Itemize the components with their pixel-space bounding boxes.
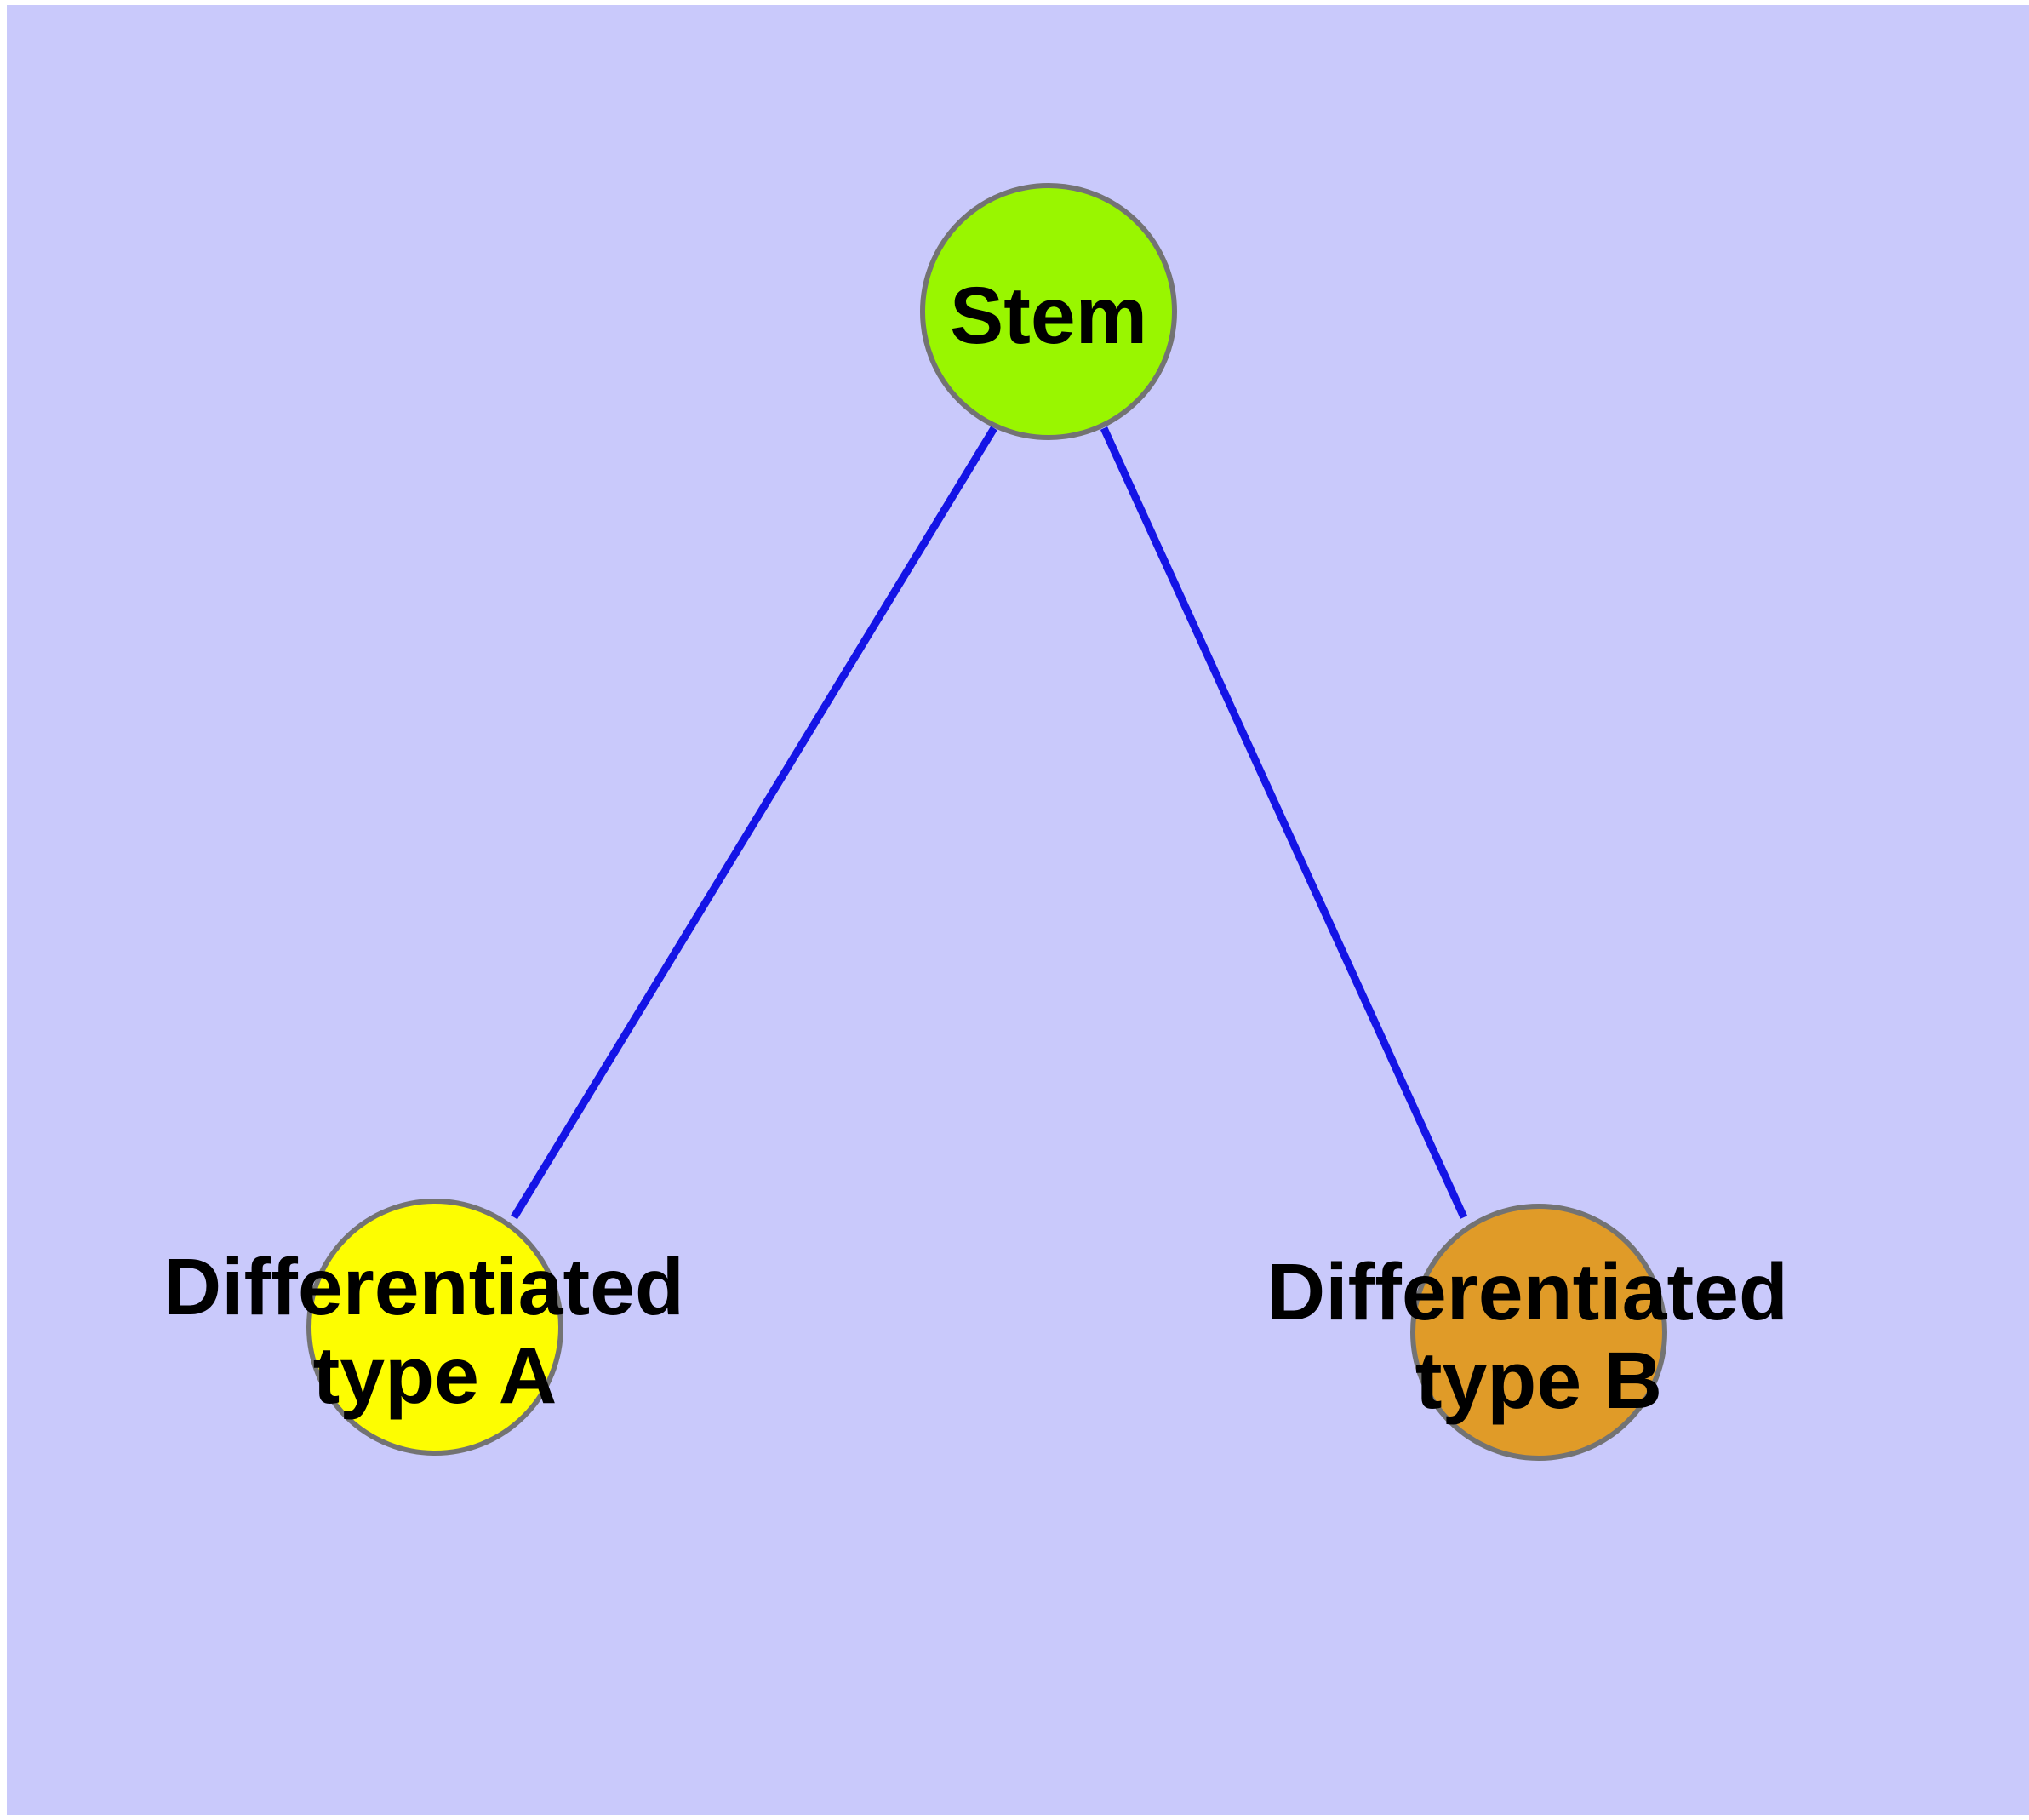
edge-stem-to-differentiated-type-b[interactable]: [1100, 426, 1468, 1219]
node-differentiated-type-b-label-line-1: Differentiated: [1267, 1247, 1788, 1337]
node-stem[interactable]: [920, 183, 1177, 440]
node-differentiated-type-b-label-line-2: type B: [1415, 1336, 1662, 1426]
label-layer: Stem Differentiated type A Differentiate…: [163, 271, 1811, 1426]
node-differentiated-type-b[interactable]: [1410, 1204, 1667, 1461]
diagram-plot-area: Stem Differentiated type A Differentiate…: [7, 5, 2029, 1815]
node-differentiated-type-a[interactable]: [306, 1199, 563, 1456]
node-differentiated-type-a-label-line-1: Differentiated: [163, 1242, 684, 1332]
node-differentiated-type-a-label: Differentiated type A: [163, 1242, 707, 1421]
node-differentiated-type-b-label: Differentiated type B: [1267, 1247, 1811, 1426]
node-stem-label: Stem: [950, 271, 1147, 361]
node-differentiated-type-a-label-line-2: type A: [313, 1331, 557, 1421]
edge-stem-to-differentiated-type-a[interactable]: [511, 426, 997, 1220]
node-stem-label-line-1: Stem: [950, 271, 1147, 361]
node-link-graph: Stem Differentiated type A Differentiate…: [163, 183, 1811, 1461]
node-layer: [306, 183, 1667, 1461]
edge-layer: [511, 426, 1468, 1220]
